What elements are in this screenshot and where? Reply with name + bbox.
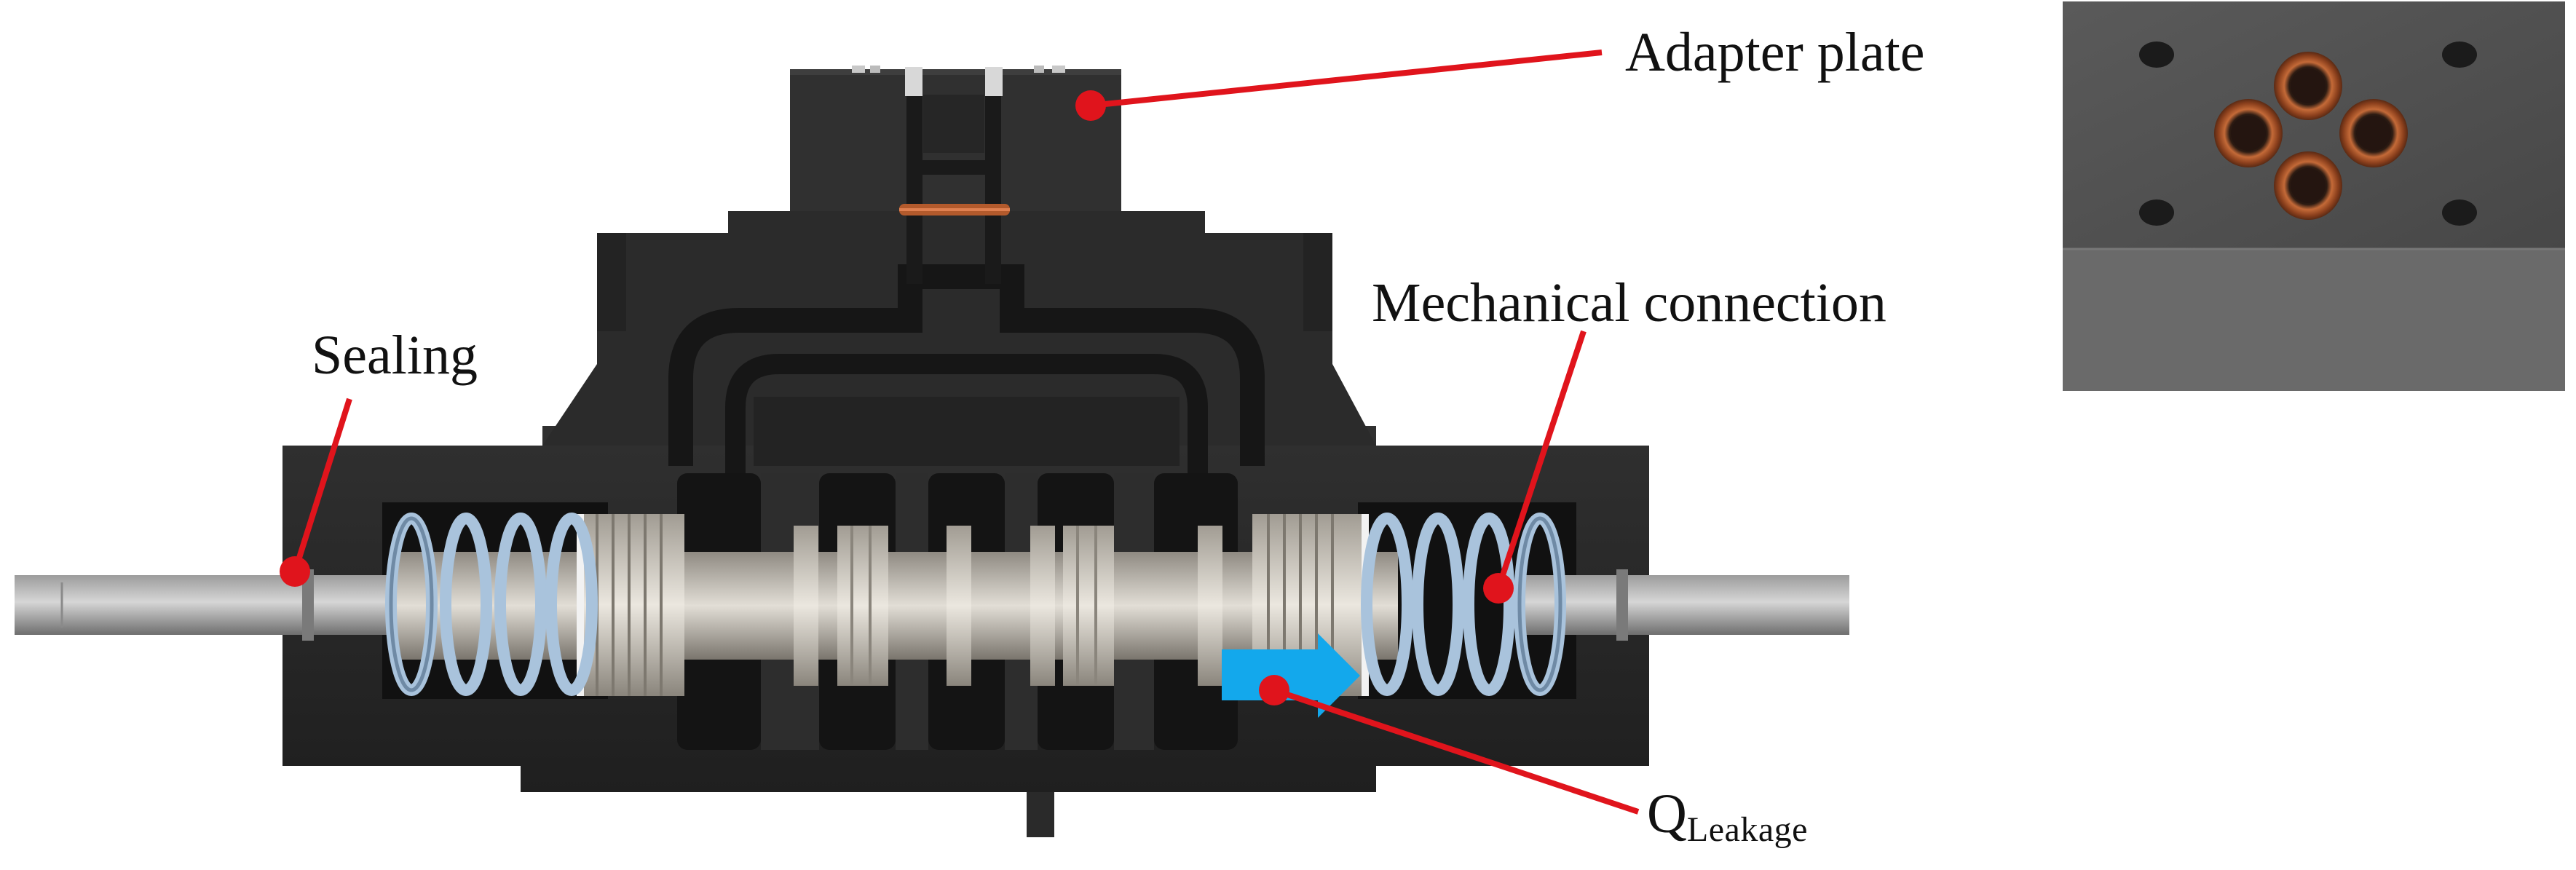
label-leakage-subscript: Leakage	[1686, 810, 1808, 849]
callout-markers	[280, 90, 1514, 705]
label-adapter-plate: Adapter plate	[1625, 22, 1925, 83]
adapter-plate-top-view	[2063, 1, 2565, 391]
label-leakage-q: Q	[1647, 783, 1687, 845]
label-leakage-flow: QLeakage	[1647, 786, 1808, 847]
callout-lines	[292, 50, 1640, 815]
dot-icon	[1075, 90, 1106, 121]
valve-body	[283, 66, 1649, 837]
actuator-rods	[15, 569, 1849, 641]
dot-icon	[280, 556, 310, 587]
label-mechanical-connection: Mechanical connection	[1372, 272, 1886, 333]
dot-icon	[1483, 573, 1514, 604]
dot-icon	[1259, 675, 1289, 705]
label-sealing: Sealing	[312, 325, 478, 386]
spool	[393, 514, 1398, 696]
arrow-right-icon	[1222, 633, 1360, 718]
